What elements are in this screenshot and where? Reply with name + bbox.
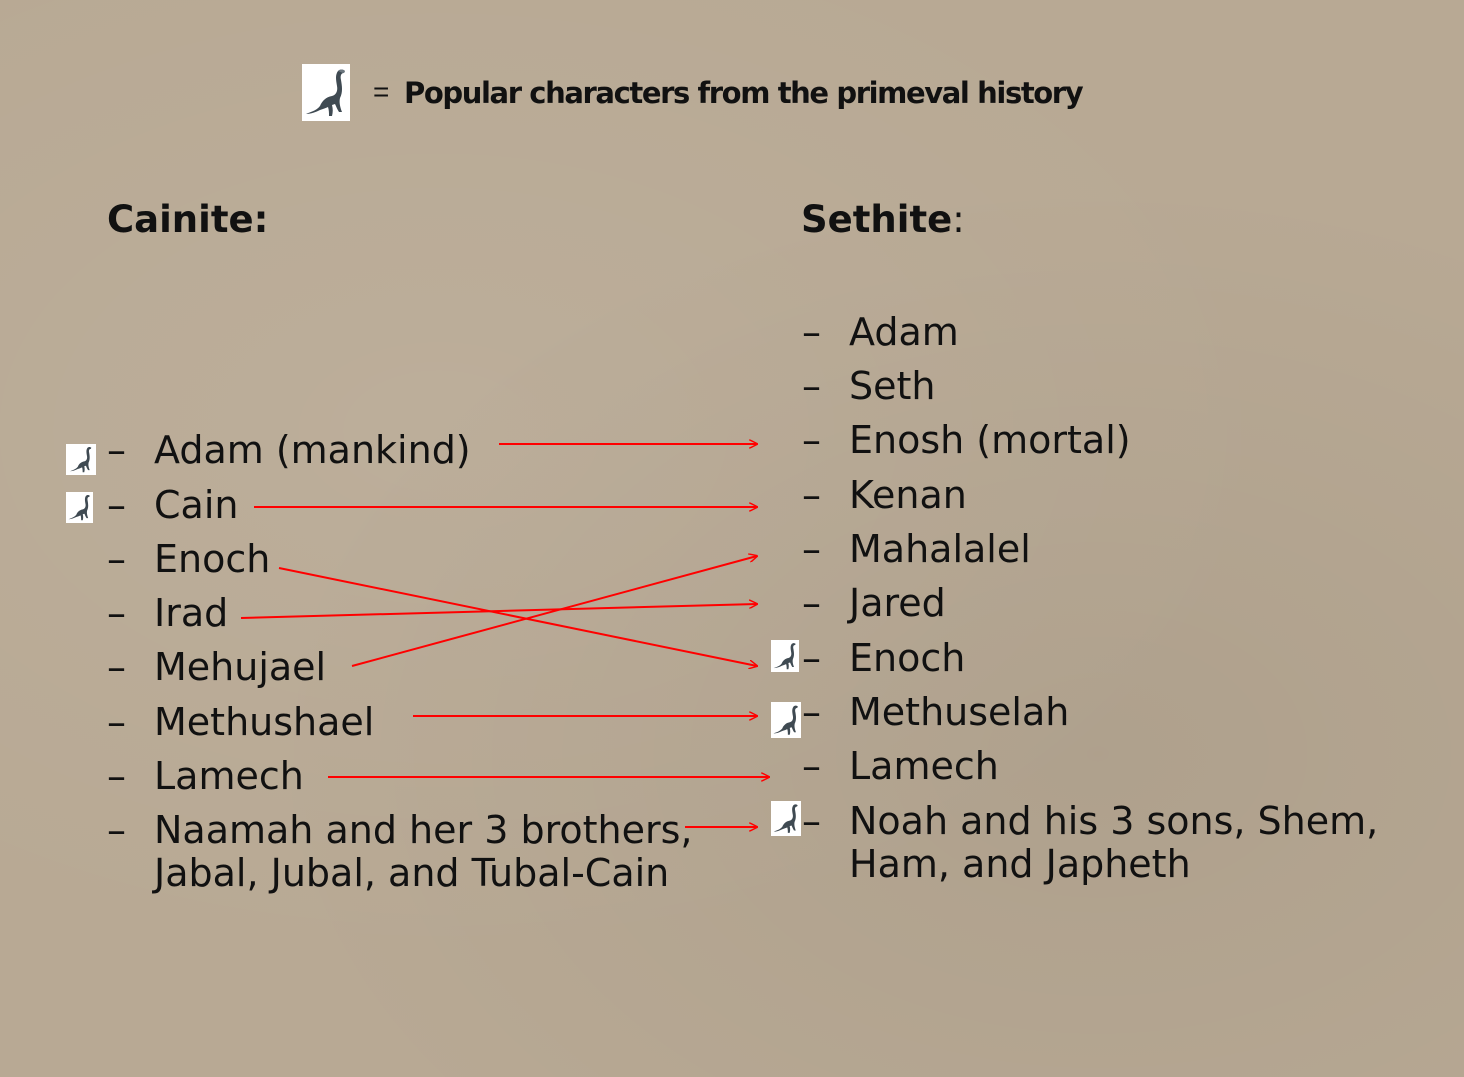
bullet-dash: – [107,808,126,852]
bullet-dash: – [802,310,821,354]
arrow-mehujael-to-mahalalel [351,556,757,667]
bullet-dash: – [107,700,126,744]
list-item-label: Adam (mankind) [154,428,471,472]
list-item-label: Naamah and her 3 brothers, Jabal, Jubal,… [154,808,693,895]
list-item-label: Mehujael [154,645,327,689]
bullet-dash: – [802,690,821,734]
arrow-enoch-to-enoch [278,567,757,666]
legend-description: Popular characters from the primeval his… [404,76,1084,110]
bullet-dash: – [802,527,821,571]
bullet-dash: – [107,754,126,798]
sethite-heading-colon: : [952,198,965,241]
list-item-label: Seth [849,364,936,408]
sethite-heading: Sethite: [801,198,965,241]
list-item-label: Enoch [154,537,271,581]
dinosaur-icon [771,801,801,836]
bullet-dash: – [802,418,821,462]
arrow-irad-to-jared [240,604,757,619]
bullet-dash: – [802,636,821,680]
bullet-dash: – [107,537,126,581]
bullet-dash: – [802,364,821,408]
list-item-label: Kenan [849,473,967,517]
list-item-label: Lamech [154,754,304,798]
dinosaur-icon [66,492,93,523]
list-item-label: Cain [154,483,239,527]
bullet-dash: – [802,799,821,843]
legend-equals-sign: = [373,76,390,107]
bullet-dash: – [802,581,821,625]
list-item-label: Methuselah [849,690,1070,734]
list-item-label: Lamech [849,744,999,788]
list-item-label: Irad [154,591,229,635]
dinosaur-icon [771,640,799,672]
list-item-label: Adam [849,310,959,354]
list-item-label: Noah and his 3 sons, Shem, Ham, and Japh… [849,799,1379,886]
bullet-dash: – [802,473,821,517]
dinosaur-icon [771,702,801,738]
list-item-label: Enosh (mortal) [849,418,1131,462]
cainite-heading: Cainite: [107,198,269,241]
bullet-dash: – [802,744,821,788]
bullet-dash: – [107,591,126,635]
bullet-dash: – [107,645,126,689]
list-item-label: Jared [849,581,946,625]
bullet-dash: – [107,428,126,472]
dinosaur-icon [66,444,96,475]
list-item-label: Enoch [849,636,966,680]
bullet-dash: – [107,483,126,527]
list-item-label: Methushael [154,700,375,744]
list-item-label: Mahalalel [849,527,1031,571]
sethite-heading-text: Sethite [801,198,953,241]
dinosaur-icon [302,64,350,121]
